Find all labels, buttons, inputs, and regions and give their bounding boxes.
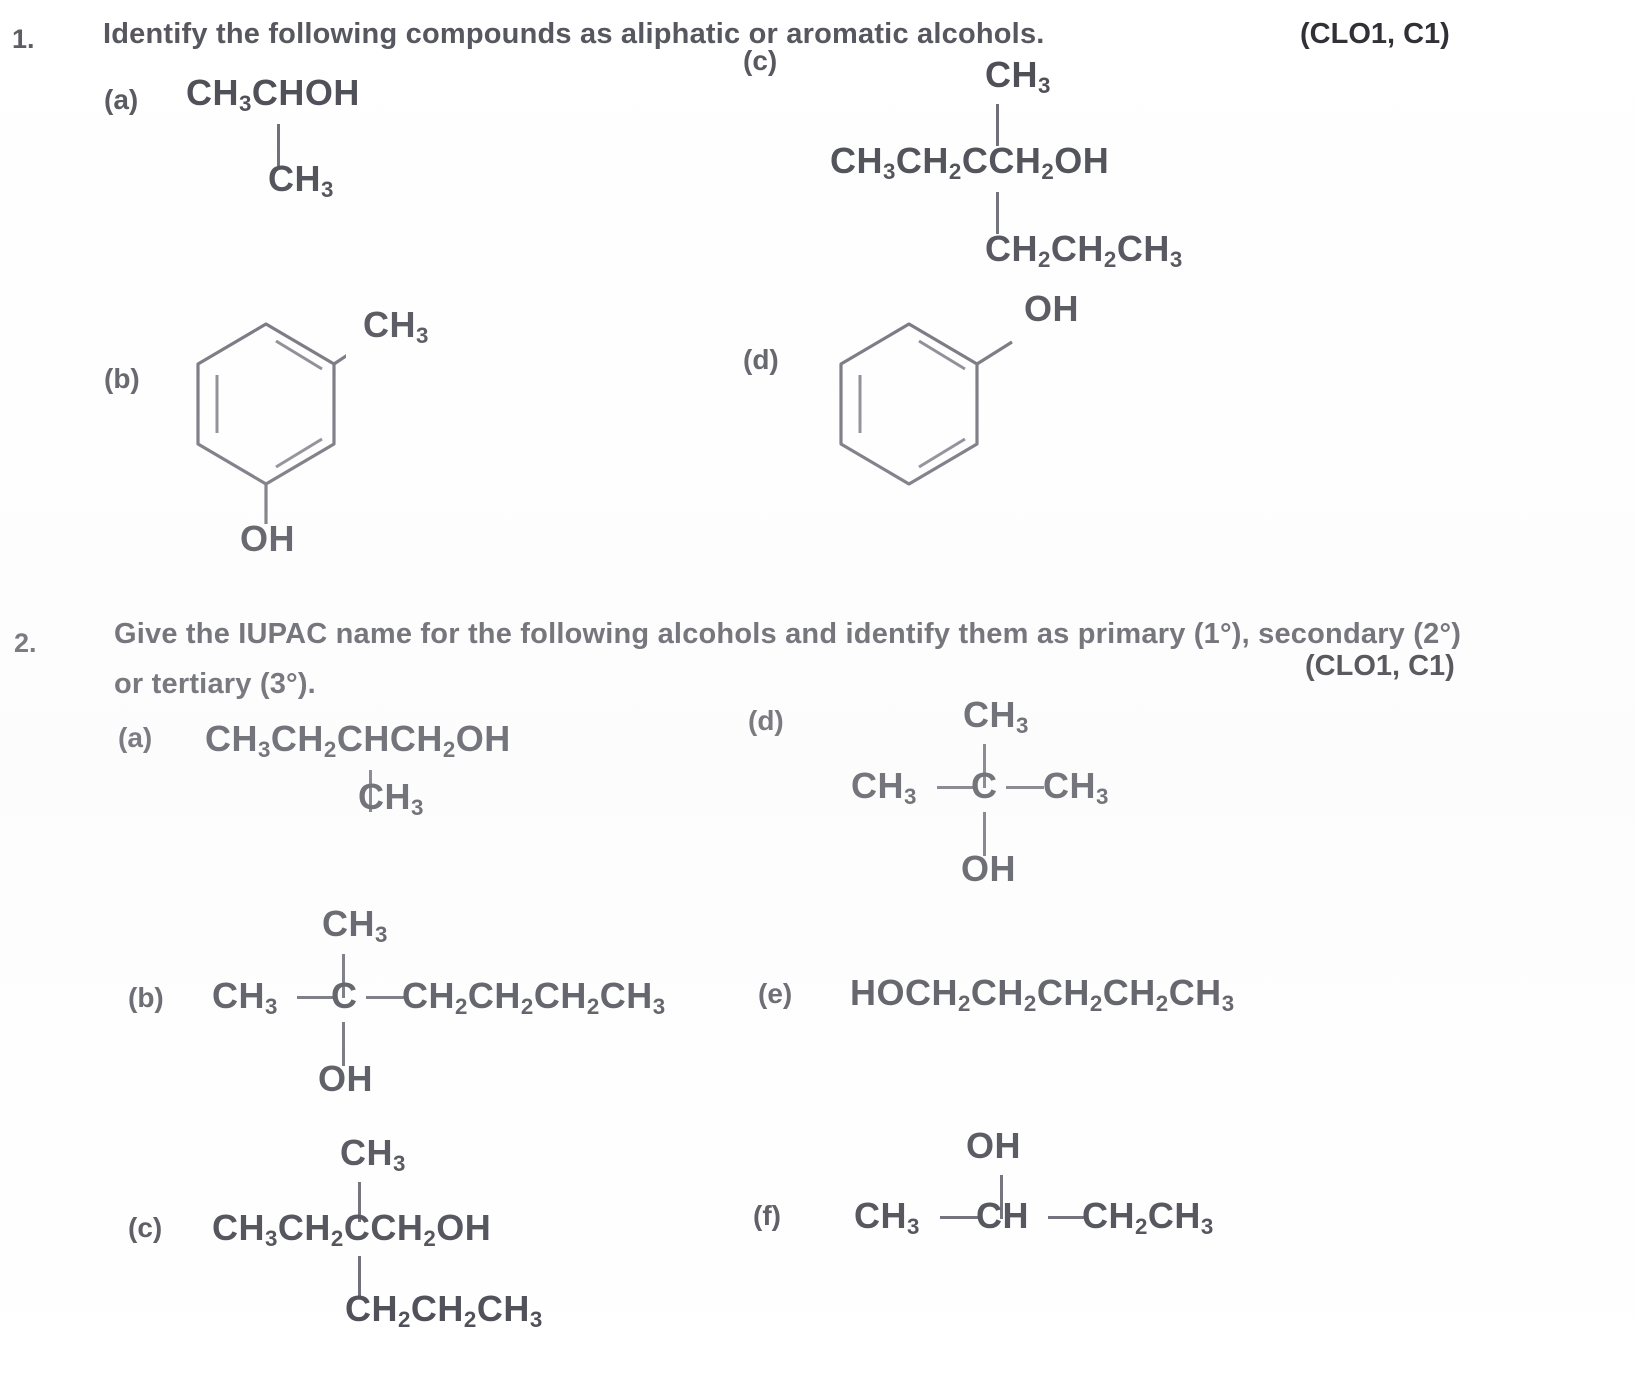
- bond-2b-vertical-up: [342, 954, 345, 998]
- structure-2c-branch-above: CH3: [340, 1132, 406, 1177]
- structure-1d-hydroxyl-label: OH: [1024, 288, 1079, 329]
- question-1-clo-tag: (CLO1, C1): [1300, 18, 1450, 50]
- structure-2f-top-group: OH: [966, 1125, 1021, 1166]
- bond-1c-vertical-down: [996, 192, 999, 234]
- bond-2f-horizontal-left: [940, 1216, 978, 1219]
- part-label-2d: (d): [748, 705, 784, 736]
- question-1-number: 1.: [12, 24, 35, 54]
- part-label-1d: (d): [743, 344, 779, 375]
- part-label-2f: (f): [753, 1200, 781, 1231]
- bond-2f-vertical-up: [1000, 1175, 1003, 1219]
- structure-2d-left-group: CH3: [851, 765, 917, 810]
- benzene-ring-1b: [186, 316, 346, 531]
- bond-2c-vertical-up: [358, 1182, 361, 1222]
- bond-2a-vertical: [369, 770, 372, 812]
- structure-2f-center-atom: CH: [976, 1195, 1029, 1236]
- structure-2f-right-group: CH2CH3: [1082, 1195, 1214, 1240]
- part-label-2a: (a): [118, 722, 153, 753]
- benzene-ring-1d: [826, 316, 1016, 496]
- structure-2d-bottom-group: OH: [961, 848, 1016, 889]
- bond-2c-vertical-down: [358, 1256, 361, 1296]
- bond-2d-horizontal-left: [937, 786, 975, 789]
- structure-2a-methyl-label: CH3: [358, 776, 424, 821]
- structure-2c-branch-below: CH2CH2CH3: [345, 1288, 543, 1333]
- structure-1c-branch-above: CH3: [985, 54, 1051, 99]
- question-2-number: 2.: [14, 628, 37, 658]
- bond-2f-horizontal-right: [1048, 1216, 1084, 1219]
- structure-1b-hydroxyl-label: OH: [240, 518, 295, 559]
- question-2-prompt-line-1: Give the IUPAC name for the following al…: [114, 618, 1462, 650]
- structure-2b-top-group: CH3: [322, 903, 388, 948]
- bond-2b-horizontal-right: [366, 996, 404, 999]
- part-label-1c: (c): [743, 45, 778, 76]
- bond-2b-vertical-down: [342, 1022, 345, 1066]
- question-1-prompt: Identify the following compounds as alip…: [103, 18, 1045, 50]
- bond-1a-vertical: [277, 124, 280, 168]
- question-2-prompt-line-2: or tertiary (3°).: [114, 668, 316, 700]
- structure-1a-branch-below: CH3: [268, 158, 334, 203]
- structure-2d-right-group: CH3: [1043, 765, 1109, 810]
- bond-2b-horizontal-left: [297, 996, 335, 999]
- bond-2d-horizontal-right: [1006, 786, 1044, 789]
- part-label-1b: (b): [104, 363, 140, 394]
- structure-2b-bottom-group: OH: [318, 1058, 373, 1099]
- bond-2d-vertical-up: [983, 744, 986, 788]
- structure-2f-left-group: CH3: [854, 1195, 920, 1240]
- part-label-2b: (b): [128, 982, 164, 1013]
- bond-2d-vertical-down: [983, 812, 986, 856]
- part-label-2c: (c): [128, 1212, 163, 1243]
- structure-2c-main-chain: CH3CH2CCH2OH: [212, 1207, 492, 1252]
- question-2-clo-tag: (CLO1, C1): [1305, 650, 1455, 682]
- structure-1c-branch-below: CH2CH2CH3: [985, 228, 1183, 273]
- part-label-2e: (e): [758, 978, 793, 1009]
- structure-1c-main-chain: CH3CH2CCH2OH: [830, 140, 1110, 185]
- structure-2d-center-atom: C: [971, 765, 998, 806]
- structure-2b-left-group: CH3: [212, 975, 278, 1020]
- structure-1b-methyl-label: CH3: [363, 304, 429, 349]
- structure-2e-main-chain: HOCH2CH2CH2CH2CH3: [850, 972, 1235, 1017]
- structure-2b-right-group: CH2CH2CH2CH3: [402, 975, 666, 1020]
- part-label-1a: (a): [104, 84, 139, 115]
- bond-1c-vertical-up: [996, 104, 999, 146]
- structure-2a-main-chain: CH3CH2CHCH2OH: [205, 718, 511, 763]
- structure-2d-top-group: CH3: [963, 694, 1029, 739]
- structure-1a-main-chain: CH3CHOH: [186, 72, 360, 117]
- structure-2b-center-atom: C: [331, 975, 358, 1016]
